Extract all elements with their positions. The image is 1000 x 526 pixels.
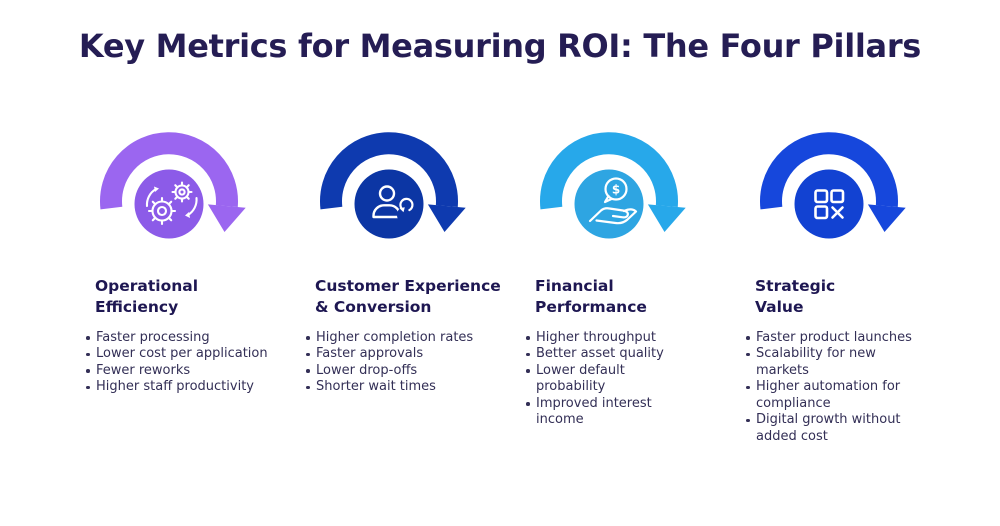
user-refresh-icon [372,184,415,224]
bullet-item: Better asset quality [525,346,675,363]
bullet-item: Faster product launches [745,330,917,347]
arc-arrow [320,131,458,209]
bullet-item: Faster approvals [305,346,505,363]
bullet-item: Lower drop-offs [305,363,505,380]
bullet-item: Digital growth without added cost [745,412,917,445]
pillar-heading: Operational Efficiency [95,276,199,316]
bullet-item: Shorter wait times [305,379,505,396]
modules-icon [814,188,845,219]
arrowhead-icon [207,203,246,232]
pillar-icon-graphic [320,131,466,239]
arc-arrow [100,131,238,209]
icon-badge [794,169,864,239]
pillar-financial-performance: $ Financial Performance Higher throughpu… [520,126,740,446]
arc-arrow [540,131,678,209]
bullet-item: Higher staff productivity [85,379,285,396]
bullet-item: Higher automation for compliance [745,379,917,412]
hand-coin-icon: $ [588,176,638,224]
bullet-item: Fewer reworks [85,363,285,380]
pillar-icon-graphic: $ [540,131,686,239]
bullet-item: Faster processing [85,330,285,347]
arc-arrow [760,131,898,209]
pillar-customer-experience: Customer Experience & Conversion Higher … [300,126,520,446]
bullet-item: Scalability for new markets [745,346,917,379]
pillar-icon-graphic [760,131,906,239]
svg-text:$: $ [612,182,620,196]
bullet-item: Lower default probability [525,363,675,396]
bullet-item: Higher throughput [525,330,675,347]
arrowhead-icon [427,203,466,232]
bullet-item: Lower cost per application [85,346,285,363]
pillar-heading: Financial Performance [535,276,647,316]
pillar-icon-graphic [100,131,246,239]
page-title: Key Metrics for Measuring ROI: The Four … [78,27,922,65]
pillars-row: Operational Efficiency Faster processing… [0,126,1000,446]
arrowhead-icon [867,203,906,232]
bullet-item: Higher completion rates [305,330,505,347]
pillar-operational-efficiency: Operational Efficiency Faster processing… [80,126,300,446]
pillar-heading: Strategic Value [755,276,836,316]
pillar-heading: Customer Experience & Conversion [315,276,501,316]
arrowhead-icon [647,203,686,232]
gears-sync-icon [145,181,198,225]
bullet-item: Improved interest income [525,396,675,429]
